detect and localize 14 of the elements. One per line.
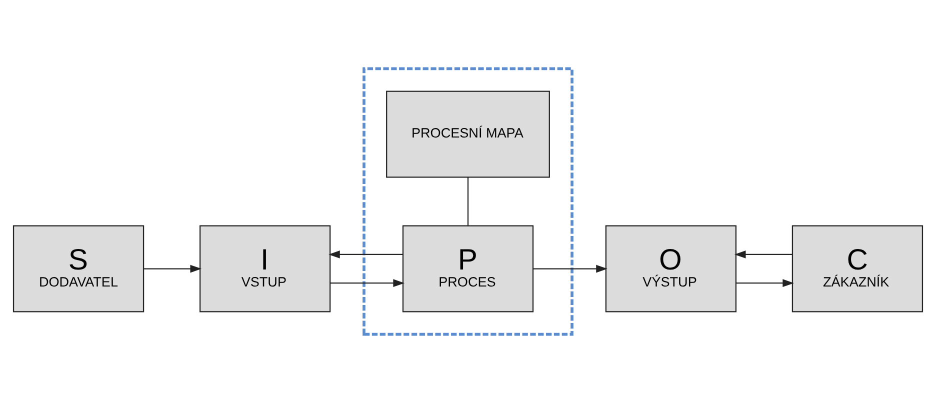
node-box: P PROCES bbox=[402, 224, 534, 312]
arrow bbox=[328, 250, 402, 258]
node-box: PROCESNÍ MAPA bbox=[386, 90, 550, 178]
arrow bbox=[143, 264, 202, 272]
arrow bbox=[736, 278, 794, 287]
arrow bbox=[330, 278, 404, 287]
cluster bbox=[362, 66, 573, 336]
node-box: O VÝSTUP bbox=[604, 224, 736, 312]
node-box: C ZÁKAZNÍK bbox=[791, 224, 923, 312]
node-box: I VSTUP bbox=[199, 224, 330, 312]
connector bbox=[466, 176, 468, 225]
arrow bbox=[734, 250, 792, 258]
arrow bbox=[532, 264, 607, 272]
node-box: S DODAVATEL bbox=[12, 224, 144, 312]
